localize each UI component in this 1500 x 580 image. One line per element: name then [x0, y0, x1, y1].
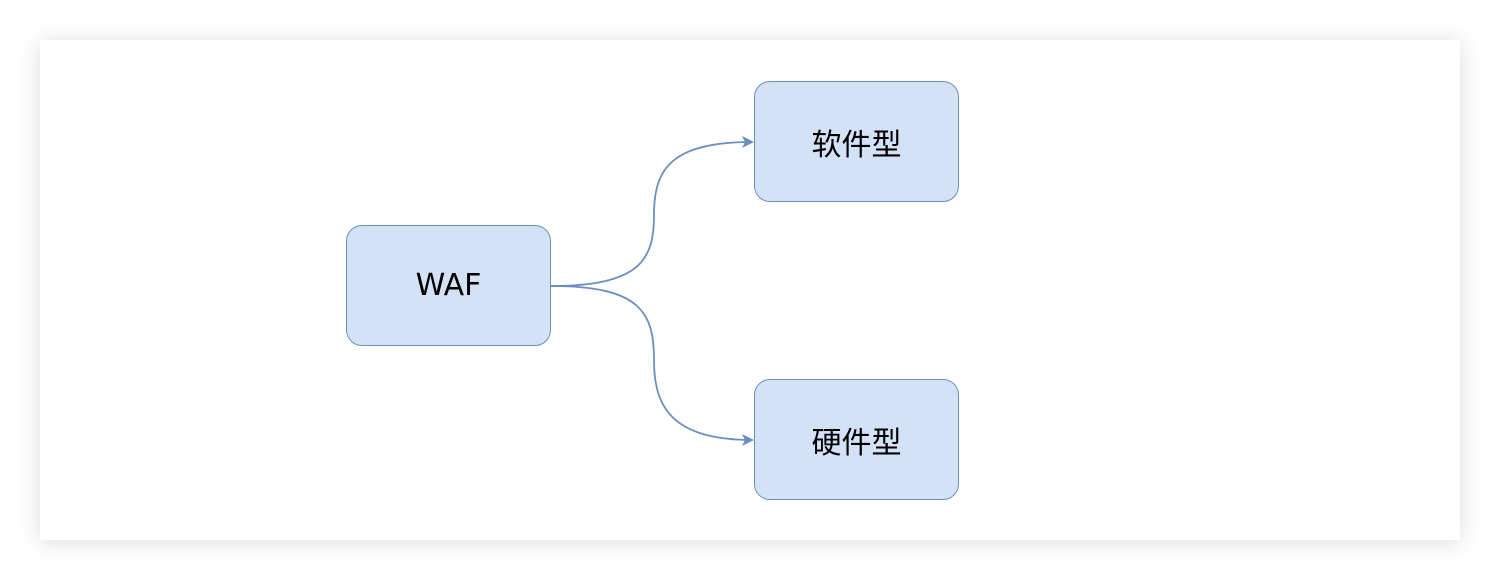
diagram-canvas — [40, 40, 1460, 540]
node-software-type-label: 软件型 — [811, 127, 902, 163]
node-software-type[interactable]: 软件型 — [754, 81, 959, 202]
node-waf-label: WAF — [415, 268, 482, 303]
node-hardware-type[interactable]: 硬件型 — [754, 379, 959, 500]
node-hardware-type-label: 硬件型 — [811, 425, 902, 461]
node-waf[interactable]: WAF — [346, 225, 551, 346]
